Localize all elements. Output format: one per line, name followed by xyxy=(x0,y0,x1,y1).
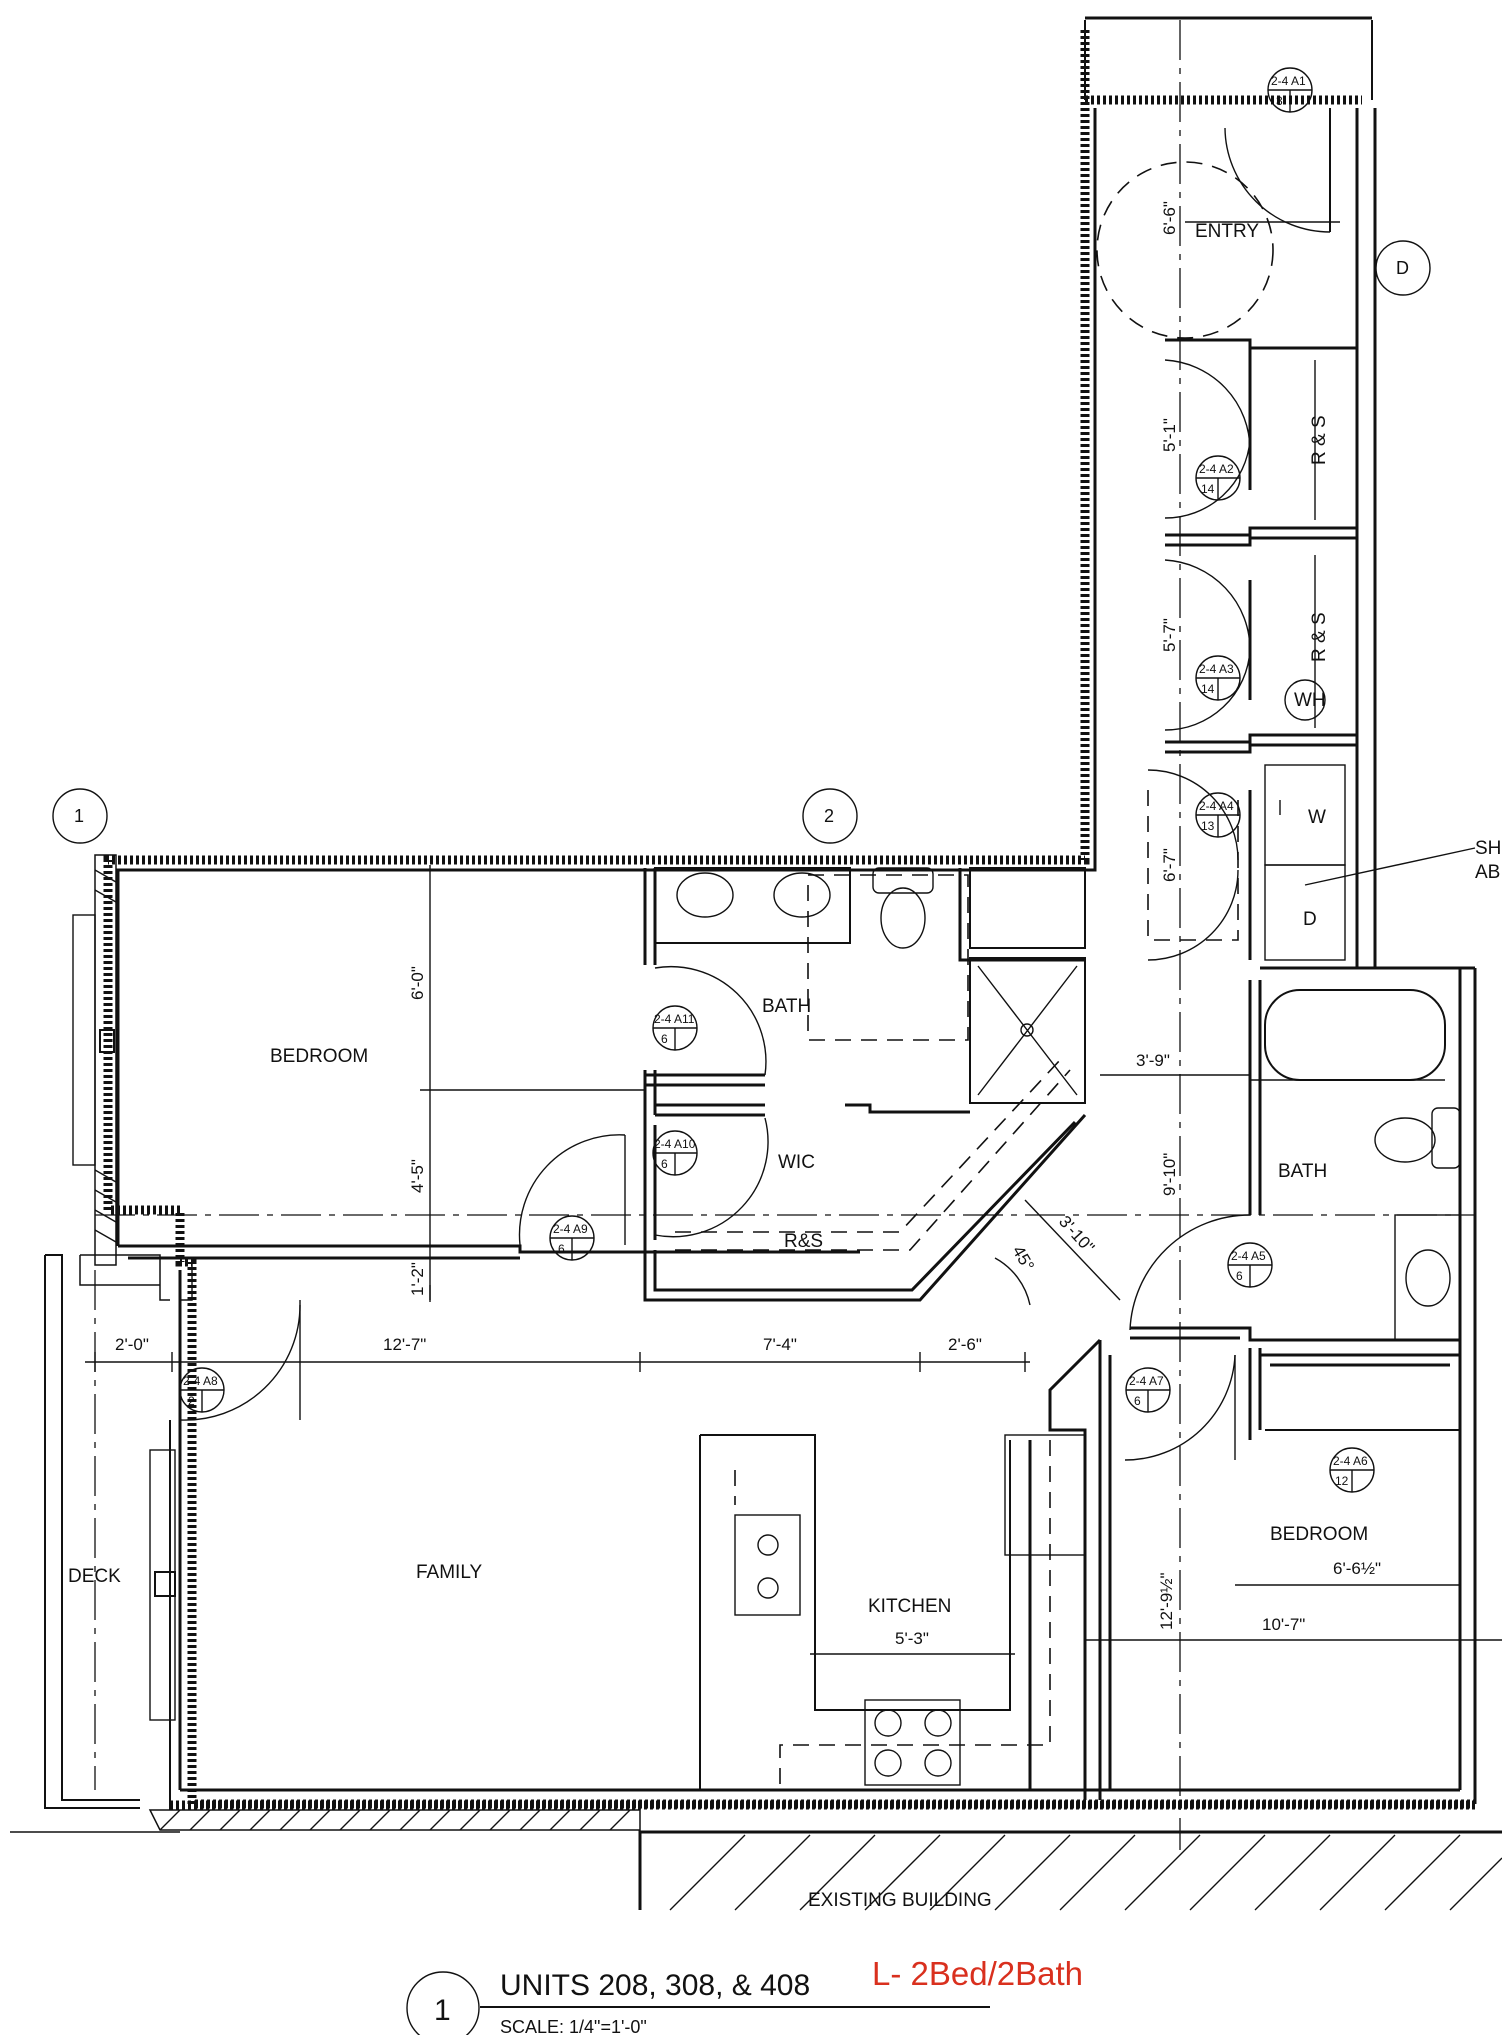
door-tag: 2-4 A10 6 xyxy=(652,1130,698,1176)
door-tags: 2-4 A1 3 2-4 A2 14 2-4 A3 14 2-4 A4 13 2… xyxy=(179,67,1375,1493)
room-wic-label: WIC xyxy=(778,1152,815,1173)
dim-angle-45: 45° xyxy=(1009,1243,1038,1275)
shelf-note-line-2: AB xyxy=(1475,862,1500,883)
room-kitchen-label: KITCHEN xyxy=(868,1596,951,1617)
title-unit-type: L- 2Bed/2Bath xyxy=(872,1955,1083,1992)
dim-2-0: 2'-0" xyxy=(115,1335,149,1354)
dimension-lines xyxy=(85,1074,1502,1655)
dim-bed2-10-7: 10'-7" xyxy=(1262,1615,1305,1634)
door-tag-bottom: 2 xyxy=(188,1394,195,1408)
door-tag-bottom: 3 xyxy=(1276,94,1283,108)
door-tag-top: 2-4 A1 xyxy=(1271,74,1306,88)
dimension-labels: 6'-6" 5'-1" 5'-7" 6'-7" 6'-0" 4'-5" 1'-2… xyxy=(115,201,1381,1648)
dim-7-4: 7'-4" xyxy=(763,1335,797,1354)
door-tag: 2-4 A1 3 xyxy=(1267,67,1313,113)
door-tag: 2-4 A5 6 xyxy=(1227,1242,1273,1288)
door-tag-top: 2-4 A8 xyxy=(183,1374,218,1388)
room-rs-closet-2-label: R & S xyxy=(1309,612,1330,662)
room-bedroom-right-label: BEDROOM xyxy=(1270,1524,1368,1545)
door-tag-top: 2-4 A10 xyxy=(654,1137,696,1151)
deck xyxy=(10,1254,641,1833)
room-rs-wic-label: R&S xyxy=(784,1231,823,1252)
dim-bed-4-5: 4'-5" xyxy=(408,1159,427,1193)
room-bath-right-label: BATH xyxy=(1278,1161,1327,1182)
grid-markers: 1 2 D xyxy=(52,240,1431,844)
title-circle-number: 1 xyxy=(434,1994,451,2027)
dim-bed-6-0: 6'-0" xyxy=(408,966,427,1000)
door-tag-bottom: 6 xyxy=(661,1032,668,1046)
door-tag-top: 2-4 A11 xyxy=(654,1012,695,1026)
dim-hall-3-9: 3'-9" xyxy=(1136,1051,1170,1070)
door-tag: 2-4 A2 14 xyxy=(1195,455,1241,501)
door-tag-top: 2-4 A5 xyxy=(1231,1249,1266,1263)
room-labels: ENTRY BEDROOM BATH WIC R&S R & S R & S W… xyxy=(68,221,1501,1911)
dim-closet-2: 5'-7" xyxy=(1160,618,1179,652)
bath-wic-left xyxy=(643,867,1087,1302)
door-tag-bottom: 6 xyxy=(1134,1394,1141,1408)
room-washer-label: W xyxy=(1308,807,1326,828)
entry-area xyxy=(1096,108,1340,339)
door-tag-bottom: 6 xyxy=(1236,1269,1243,1283)
shelf-note-line-1: SH xyxy=(1475,838,1501,859)
room-bedroom-left-label: BEDROOM xyxy=(270,1046,368,1067)
title-block: 1 UNITS 208, 308, & 408 SCALE: 1/4"=1'-0… xyxy=(406,1955,1083,2035)
door-tag: 2-4 A3 14 xyxy=(1195,655,1241,701)
door-tag-bottom: 14 xyxy=(1201,482,1215,496)
door-tag: 2-4 A6 12 xyxy=(1329,1447,1375,1493)
dim-hall-9-10: 9'-10" xyxy=(1160,1153,1179,1196)
door-tag-top: 2-4 A9 xyxy=(553,1222,588,1236)
door-tag: 2-4 A4 13 xyxy=(1195,792,1241,838)
title-units: UNITS 208, 308, & 408 xyxy=(500,1969,810,2002)
grid-marker-2: 2 xyxy=(824,806,834,826)
door-tag-top: 2-4 A3 xyxy=(1199,662,1234,676)
grid-marker-1: 1 xyxy=(74,806,84,826)
title-scale: SCALE: 1/4"=1'-0" xyxy=(500,2017,647,2035)
dim-2-6: 2'-6" xyxy=(948,1335,982,1354)
dim-kitchen-5-3: 5'-3" xyxy=(895,1629,929,1648)
room-entry-label: ENTRY xyxy=(1195,221,1259,242)
existing-building xyxy=(638,1830,1502,1911)
room-existing-label: EXISTING BUILDING xyxy=(808,1890,992,1911)
grid-marker-d: D xyxy=(1396,258,1409,278)
room-deck-label: DECK xyxy=(68,1566,121,1587)
closets-laundry xyxy=(1147,338,1476,961)
room-rs-closet-1-label: R & S xyxy=(1309,415,1330,465)
room-dryer-label: D xyxy=(1303,909,1317,930)
dim-12-7: 12'-7" xyxy=(383,1335,426,1354)
dim-laundry: 6'-7" xyxy=(1160,848,1179,882)
door-tag-top: 2-4 A7 xyxy=(1129,1374,1164,1388)
door-tag-bottom: 6 xyxy=(661,1157,668,1171)
room-family-label: FAMILY xyxy=(416,1562,482,1583)
dim-closet-1: 5'-1" xyxy=(1160,418,1179,452)
door-tag-top: 2-4 A6 xyxy=(1333,1454,1368,1468)
bedroom-west-wall xyxy=(72,854,117,1266)
room-wh-label: WH xyxy=(1294,690,1326,711)
door-tag: 2-4 A8 2 xyxy=(179,1367,225,1413)
dim-bed2-6-6: 6'-6½" xyxy=(1333,1559,1381,1578)
door-tag-bottom: 6 xyxy=(558,1242,565,1256)
door-tag-bottom: 12 xyxy=(1335,1474,1349,1488)
dim-diag-3-10: 3'-10" xyxy=(1055,1212,1098,1257)
door-tag-bottom: 13 xyxy=(1201,819,1215,833)
dim-bed2-12-9: 12'-9½" xyxy=(1157,1573,1176,1630)
family-kitchen xyxy=(149,1300,1086,1790)
dim-entry: 6'-6" xyxy=(1160,201,1179,235)
room-bath-left-label: BATH xyxy=(762,996,811,1017)
door-tag: 2-4 A9 6 xyxy=(549,1215,595,1261)
door-tag: 2-4 A7 6 xyxy=(1125,1367,1171,1413)
door-tag-top: 2-4 A4 xyxy=(1199,799,1234,813)
door-tag-bottom: 14 xyxy=(1201,682,1215,696)
dim-bed-1-2: 1'-2" xyxy=(408,1262,427,1296)
door-tag: 2-4 A11 6 xyxy=(652,1005,698,1051)
exterior-walls xyxy=(103,16,1478,1810)
door-tag-top: 2-4 A2 xyxy=(1199,462,1234,476)
